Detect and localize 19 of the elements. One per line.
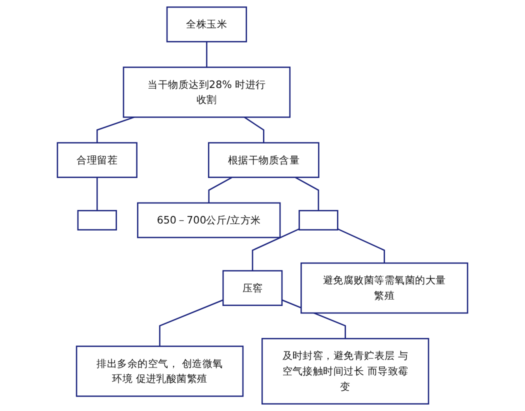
- node-box: 全株玉米: [166, 6, 248, 42]
- node-box: 合理留茬: [56, 142, 138, 178]
- node-box: [77, 210, 117, 230]
- node-box: 及时封窖，避免青贮表层 与空气接触时间过长 而导致霉变: [262, 338, 430, 405]
- node-box: 压窖: [222, 270, 283, 306]
- connector: [252, 228, 300, 271]
- node-box: 650－700公斤/立方米: [137, 202, 281, 238]
- node-box: 排出多余的空气， 创造微氧环境 促进乳酸菌繁殖: [76, 346, 244, 397]
- connector: [96, 116, 134, 143]
- node-box: 避免腐败菌等需氧菌的大量繁殖: [300, 262, 468, 314]
- connector: [206, 42, 208, 68]
- connector: [244, 116, 264, 143]
- connector: [96, 177, 98, 211]
- connector: [208, 176, 232, 203]
- node-box: 当干物质达到28% 时进行收割: [122, 66, 291, 118]
- node-box: 根据干物质含量: [208, 142, 320, 178]
- connector: [159, 299, 224, 346]
- node-box: [298, 210, 338, 230]
- connector: [337, 228, 385, 264]
